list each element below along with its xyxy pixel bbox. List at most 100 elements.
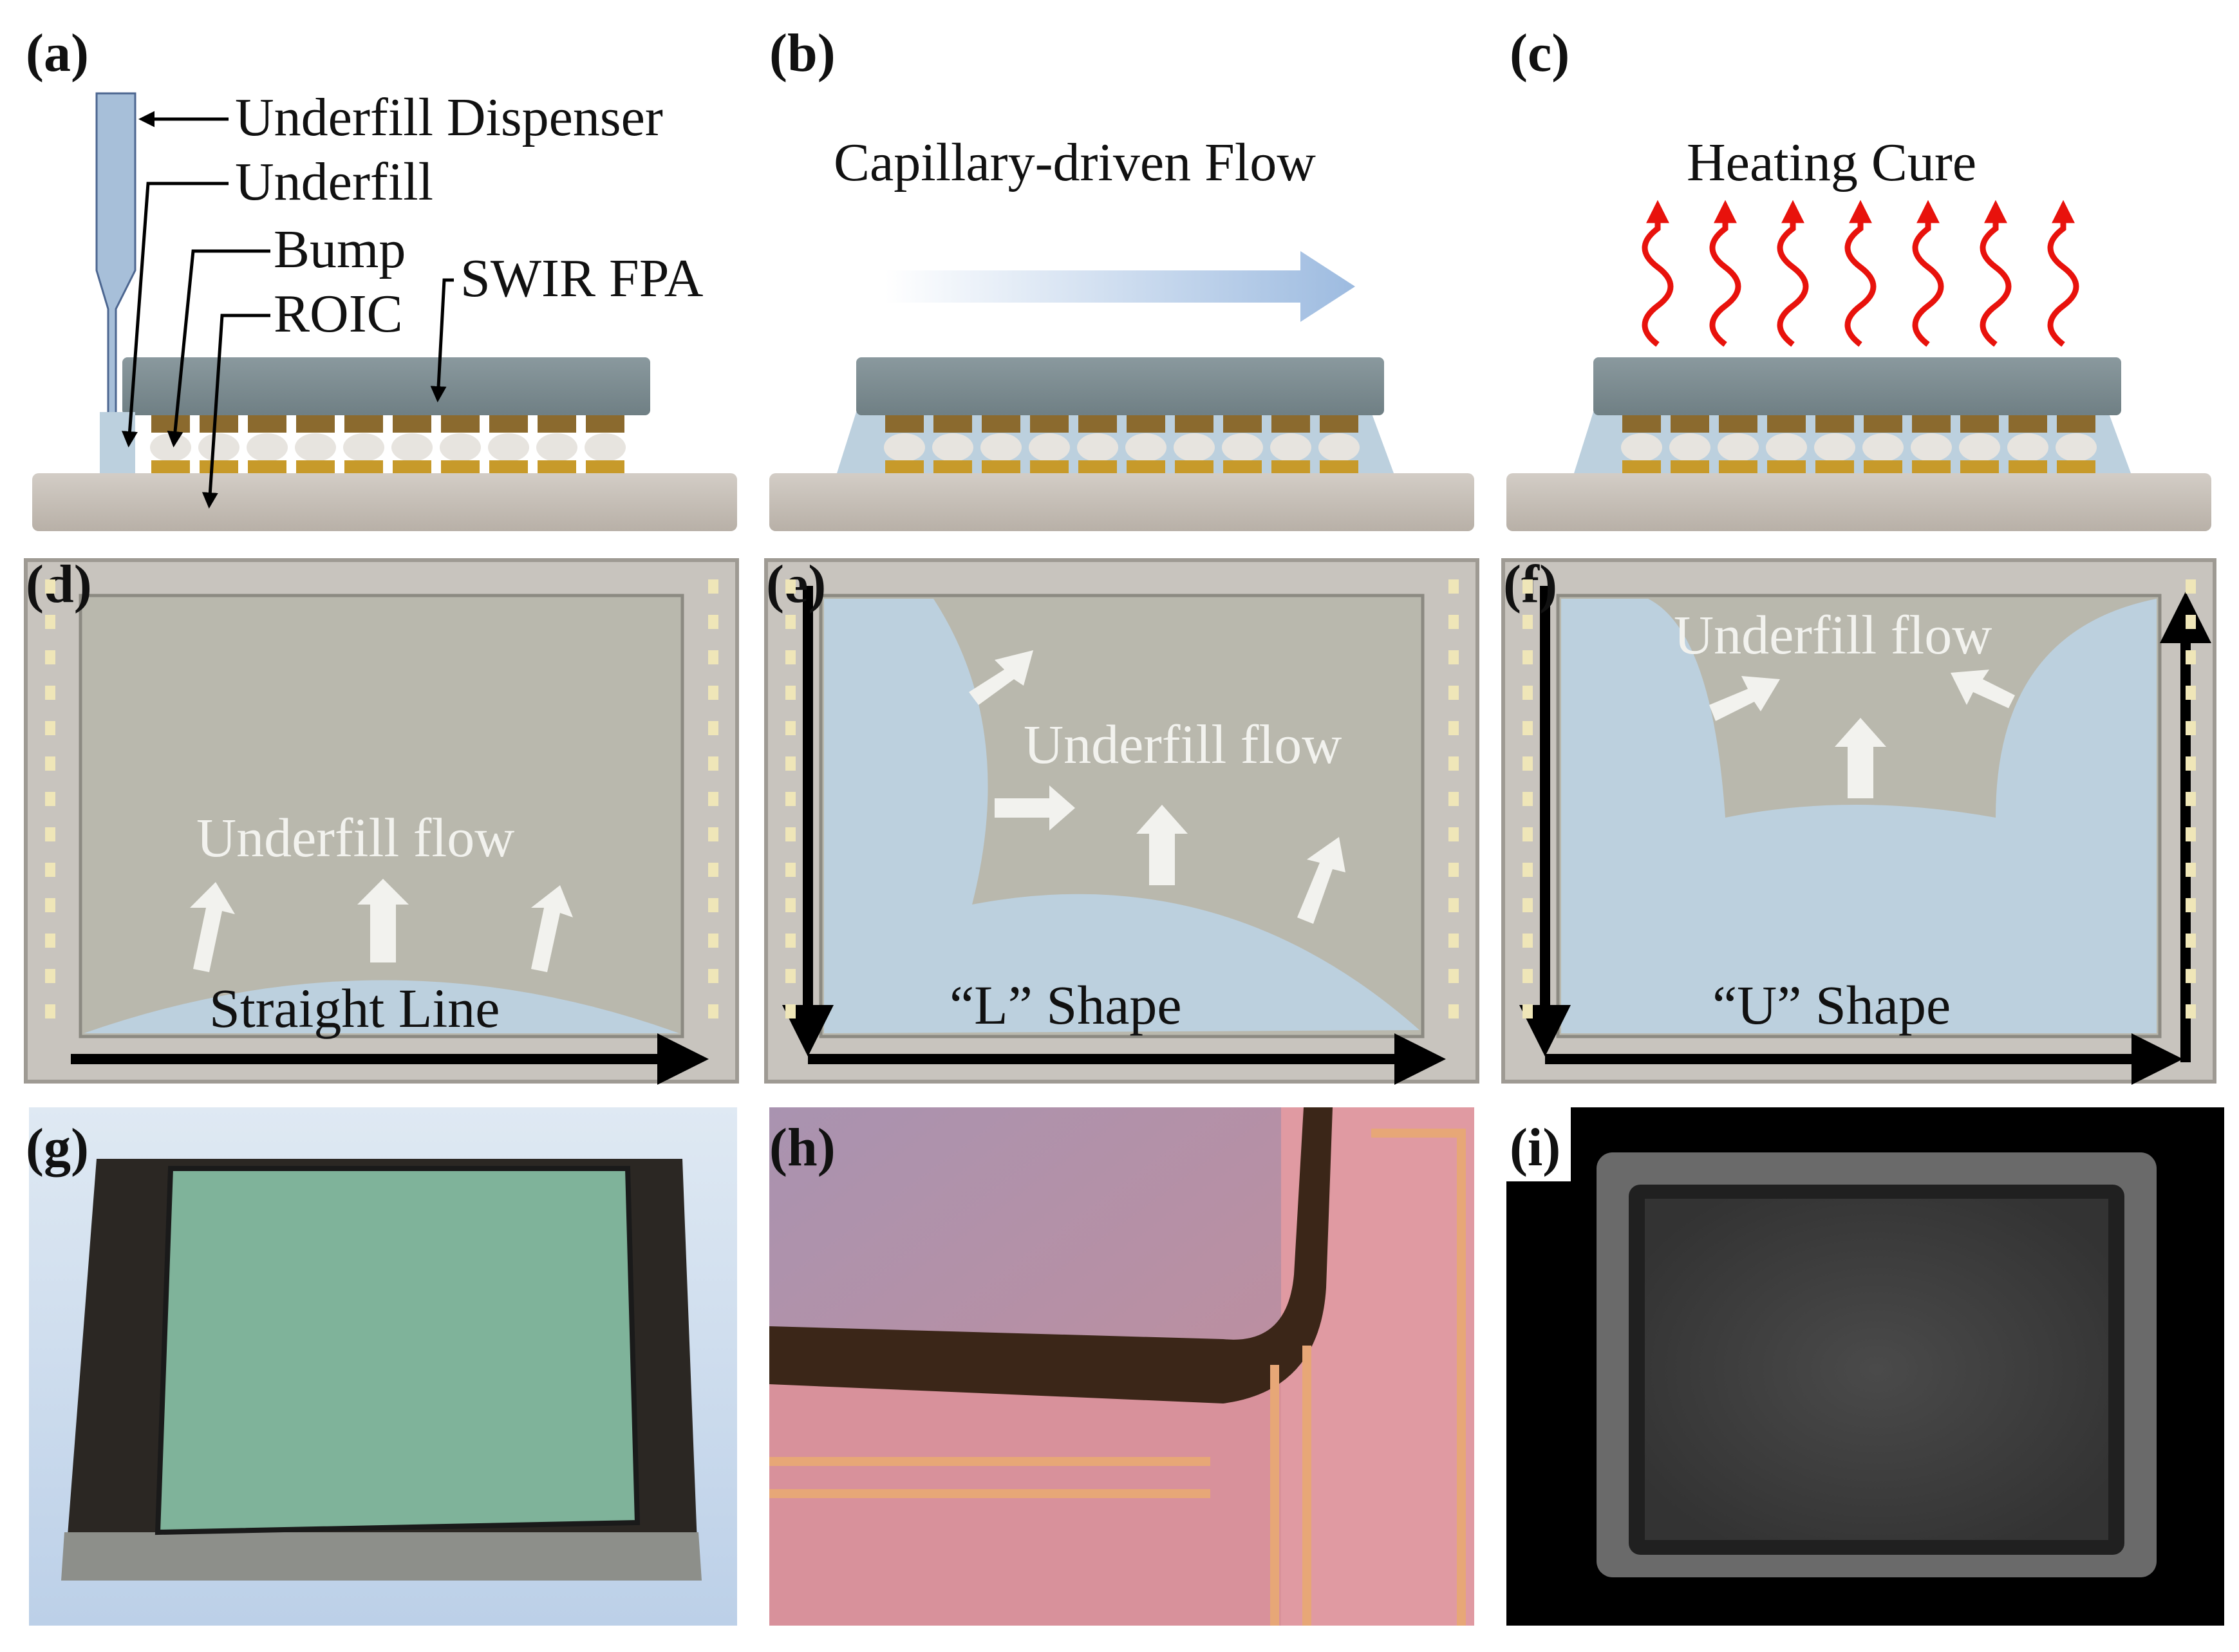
bond-pad xyxy=(1522,650,1533,664)
bond-pad xyxy=(45,1004,55,1018)
bond-pad xyxy=(708,686,718,700)
fpa-leader xyxy=(430,278,454,402)
bond-pad xyxy=(2186,898,2196,912)
bond-pad xyxy=(1448,792,1459,806)
label-bump: Bump xyxy=(274,220,406,279)
roic-substrate xyxy=(1506,473,2211,531)
bond-pad xyxy=(1522,863,1533,877)
bond-pad xyxy=(1448,969,1459,983)
title-capillary-flow: Capillary-driven Flow xyxy=(834,133,1316,192)
bond-pad xyxy=(45,756,55,771)
panel-label-e: (e) xyxy=(766,554,826,614)
label-underfill-dispenser: Underfill Dispenser xyxy=(235,88,663,147)
bond-pad xyxy=(2186,650,2196,664)
bond-pad xyxy=(1522,969,1533,983)
bond-pad xyxy=(2186,579,2196,594)
panel-b: (b) Capillary-driven Flow xyxy=(769,23,1474,531)
shape-label-straight: Straight Line xyxy=(209,977,500,1039)
panel-label-i: (i) xyxy=(1510,1118,1560,1178)
bond-pad xyxy=(1522,721,1533,735)
bond-pad xyxy=(2186,969,2196,983)
flow-arrows xyxy=(969,650,1345,924)
bond-pad xyxy=(785,969,796,983)
bond-pad xyxy=(45,863,55,877)
bond-pad xyxy=(785,934,796,948)
bond-pad xyxy=(708,650,718,664)
bump-leader xyxy=(167,249,270,447)
bond-pad xyxy=(2186,827,2196,841)
panel-label-g: (g) xyxy=(26,1118,89,1178)
chip-xray xyxy=(1645,1199,2108,1540)
swir-fpa-chip xyxy=(856,357,1384,415)
bond-pad xyxy=(785,579,796,594)
bond-pad xyxy=(2186,686,2196,700)
chip-area xyxy=(79,594,684,1038)
flow-arrows xyxy=(1709,670,2015,798)
panel-c: (c) Heating Cure xyxy=(1506,23,2211,531)
bond-pad xyxy=(45,650,55,664)
panel-label-c: (c) xyxy=(1510,23,1569,83)
bond-pad xyxy=(708,863,718,877)
bond-pad xyxy=(2186,721,2196,735)
bond-pad xyxy=(1448,615,1459,629)
bond-pad xyxy=(785,898,796,912)
bond-pad xyxy=(1522,579,1533,594)
bond-pad xyxy=(708,579,718,594)
bond-pad xyxy=(45,686,55,700)
bond-pad xyxy=(785,686,796,700)
bond-pad xyxy=(1448,934,1459,948)
bond-pad xyxy=(785,827,796,841)
underfill-front xyxy=(84,980,679,1033)
swir-fpa-chip xyxy=(1593,357,2121,415)
bond-pad xyxy=(2186,756,2196,771)
bond-pad xyxy=(785,863,796,877)
panel-label-a: (a) xyxy=(26,23,89,83)
bond-pad xyxy=(708,969,718,983)
bond-pad xyxy=(1448,756,1459,771)
bond-pad xyxy=(1448,863,1459,877)
heat-wave-arrows xyxy=(1642,200,2079,347)
bond-pad xyxy=(45,898,55,912)
bond-pad xyxy=(785,650,796,664)
underfill-flow-label: Underfill flow xyxy=(196,807,514,868)
bond-pad xyxy=(1448,650,1459,664)
bond-pad xyxy=(708,615,718,629)
bond-pad xyxy=(708,1004,718,1018)
panel-e: Underfill flow “L” Shape (e) xyxy=(764,554,1479,1085)
bond-pad xyxy=(2186,792,2196,806)
label-roic: ROIC xyxy=(274,284,403,344)
bond-pad xyxy=(708,756,718,771)
panel-a: (a) Underfill Dispenser Underfill xyxy=(26,23,737,531)
shape-label-u: “U” Shape xyxy=(1712,974,1951,1036)
bond-pad xyxy=(1522,1004,1533,1018)
bond-pad xyxy=(45,579,55,594)
bond-pad xyxy=(785,1004,796,1018)
bond-pad xyxy=(45,721,55,735)
panel-label-h: (h) xyxy=(769,1118,836,1178)
label-underfill: Underfill xyxy=(235,152,433,212)
label-box xyxy=(1506,1107,1571,1181)
bond-pad xyxy=(45,827,55,841)
underfill-flow-label: Underfill flow xyxy=(1024,713,1342,775)
underfill-leader xyxy=(122,182,229,447)
bond-pad xyxy=(1522,686,1533,700)
bond-pad xyxy=(45,792,55,806)
flow-arrows xyxy=(190,879,573,972)
panel-label-b: (b) xyxy=(769,23,836,83)
bond-pad xyxy=(785,615,796,629)
panel-f: Underfill flow “U” Shape (f) xyxy=(1501,554,2216,1085)
bond-pad xyxy=(45,615,55,629)
bond-pad xyxy=(2186,615,2196,629)
bond-pad xyxy=(1522,898,1533,912)
roic-substrate xyxy=(769,473,1474,531)
bond-pad xyxy=(708,721,718,735)
panel-g: (g) xyxy=(26,1107,737,1626)
swir-fpa-chip xyxy=(122,357,650,415)
bond-pad xyxy=(785,721,796,735)
bond-pad xyxy=(1448,721,1459,735)
bond-pad xyxy=(2186,863,2196,877)
bond-pad xyxy=(1448,827,1459,841)
underfill-front xyxy=(1561,599,2157,1033)
bond-pads xyxy=(45,579,2196,1018)
